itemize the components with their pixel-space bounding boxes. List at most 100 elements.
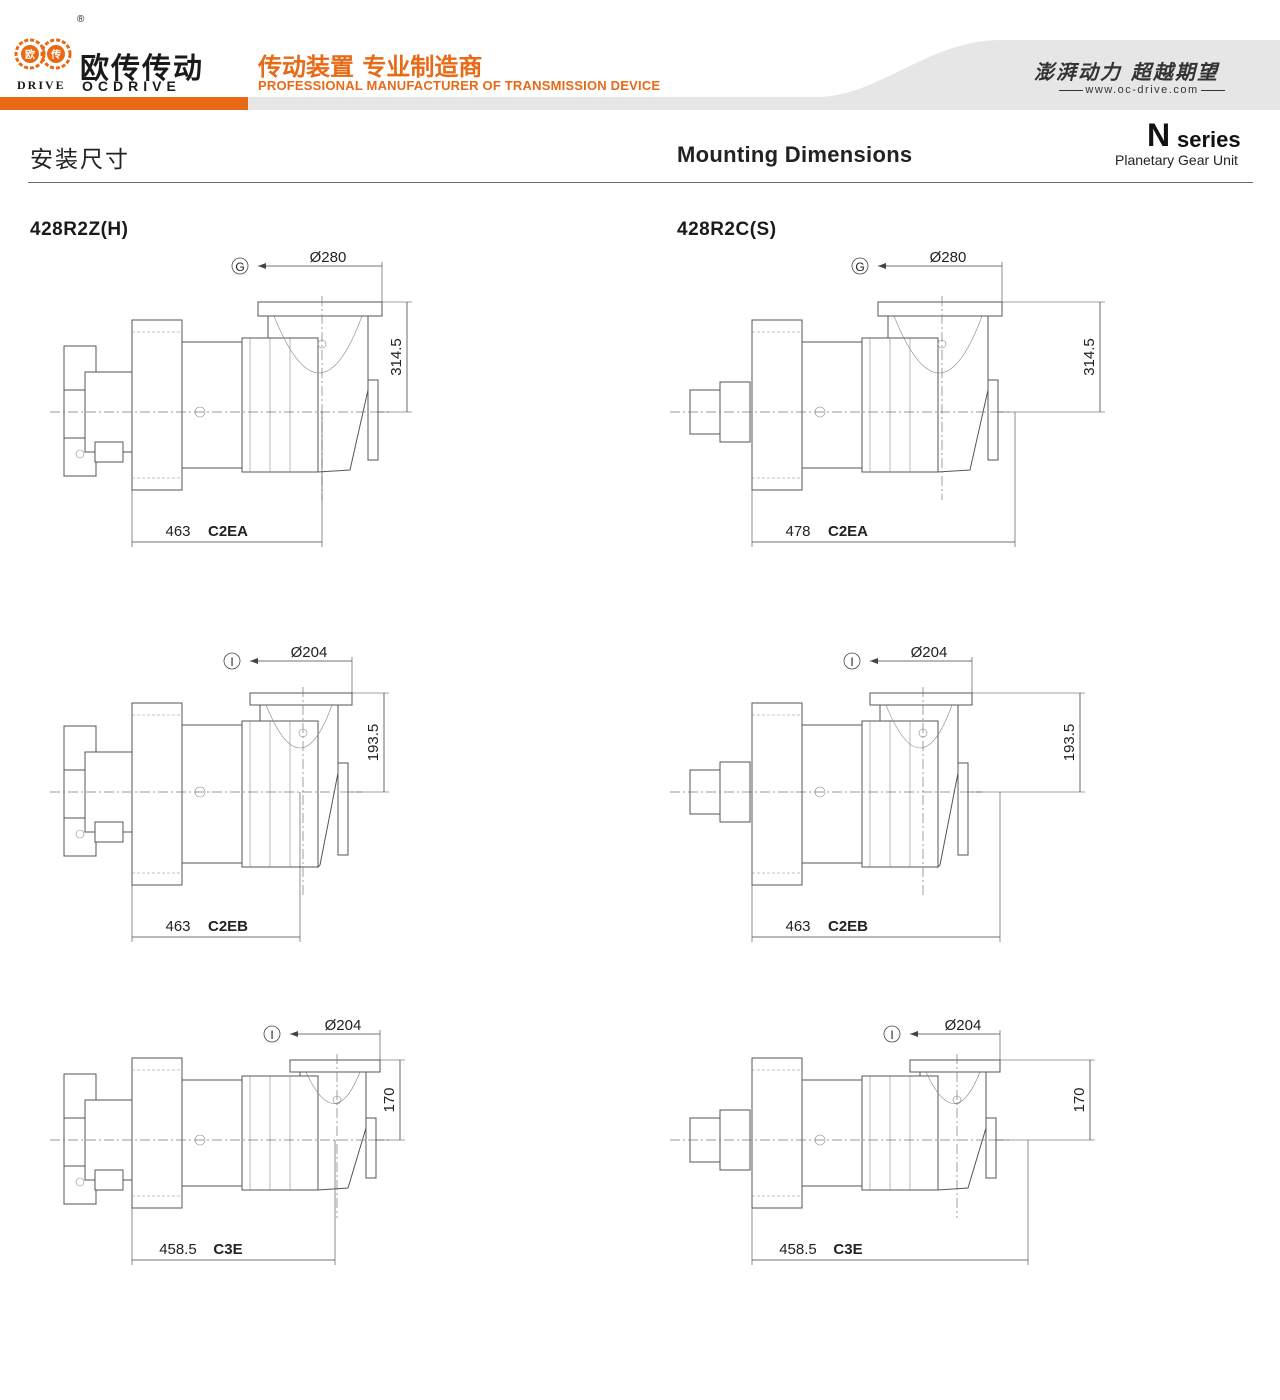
c1-r0-flange-symbol-circle (851, 257, 869, 275)
logo-drive-text: DRIVE (17, 78, 66, 92)
c1-r2-diameter-value: Ø204 (945, 1017, 982, 1034)
slogan: 澎湃动力 超越期望 (1034, 60, 1219, 84)
c0-r0-model-code: C2EA (208, 523, 248, 540)
c1-r2-side-cover (985, 1117, 997, 1179)
c0-r2-length-value: 458.5 (159, 1241, 197, 1258)
c0-r0-flange-symbol-circle (231, 257, 249, 275)
c0-r2-output-flange (289, 1059, 381, 1073)
c0-r1-bolt-mark (75, 829, 85, 839)
c0-r1-flange-symbol-circle (223, 652, 241, 670)
c1-r2-output-flange (909, 1059, 1001, 1073)
c0-r2-coupling-block (94, 1169, 124, 1191)
c1-r1-model-code: C2EB (828, 918, 868, 935)
c0-r1-main-ring (131, 702, 183, 886)
c1-r2-stage-2 (861, 1075, 939, 1191)
website-url[interactable]: www.oc-drive.com (1085, 84, 1199, 96)
c0-r2-model-code: C3E (213, 1241, 242, 1258)
c0-r1-diameter-value: Ø204 (291, 644, 328, 661)
c1-r0-diameter-value: Ø280 (930, 249, 967, 266)
c1-r1-height-value: 193.5 (1061, 724, 1078, 762)
c1-r0-model-code: C2EA (828, 523, 868, 540)
registered-mark: ® (77, 14, 85, 25)
c0-r2-flange-symbol-circle (263, 1025, 281, 1043)
c0-r0-center-boss (194, 406, 206, 418)
c1-r0-center-boss (814, 406, 826, 418)
c0-r2-stage-1 (181, 1079, 243, 1187)
company-logo-icon: 欧 传 (14, 38, 72, 70)
c0-r1-side-cover (337, 762, 349, 856)
c0-r1-coupling-block (94, 821, 124, 843)
website-line: www.oc-drive.com (1042, 84, 1242, 96)
c0-r0-diameter-value: Ø280 (310, 249, 347, 266)
c0-r0-flange-symbol: G (235, 260, 244, 274)
c0-r1-input-shaft-block (63, 769, 87, 819)
c1-r2-bevel-housing (919, 1071, 987, 1191)
c0-r1-center-boss (194, 786, 206, 798)
page-header: 欧 传 ® DRIVE 欧传传动 OCDRIVE 传动装置 专业制造商 PROF… (0, 0, 1280, 110)
logo-english-name: OCDRIVE (82, 78, 181, 94)
c1-r0-bevel-housing (887, 315, 989, 473)
tagline-chinese: 传动装置 专业制造商 (258, 53, 483, 81)
c0-r2-diameter-value: Ø204 (325, 1017, 362, 1034)
c1-r1-bevel-curve (885, 704, 953, 749)
header-gray-band (248, 40, 1280, 110)
c1-r1-bevel-housing (879, 704, 959, 869)
c0-r0-coupling-block (94, 441, 124, 463)
c0-r0-input-shaft-block (63, 389, 87, 439)
c1-r0-bevel-curve (893, 315, 983, 374)
c0-r2-flange-symbol: I (270, 1028, 273, 1042)
c0-r2-bevel-curve (305, 1071, 361, 1104)
c0-r2-gearbox-outline (50, 1054, 390, 1218)
c0-r0-bevel-housing (267, 315, 369, 473)
c1-r1-length-value: 463 (785, 918, 810, 935)
logo-badge-left: 欧 (25, 48, 35, 61)
c1-r2-gearbox-outline (670, 1054, 1010, 1218)
c1-r1-stage-2 (861, 720, 939, 868)
c0-r0-stage-2 (241, 337, 319, 473)
series-word: series (1177, 127, 1241, 152)
c0-r1-bevel-housing (259, 704, 339, 869)
c1-r0-gearbox-outline (670, 296, 1012, 500)
page-title-english: Mounting Dimensions (677, 142, 913, 167)
c1-r1-center-boss (814, 786, 826, 798)
c0-r2-height-value: 170 (381, 1087, 398, 1112)
c0-r2-bolt-mark (75, 1177, 85, 1187)
c1-r2-center-boss (814, 1134, 826, 1146)
c1-r2-length-value: 458.5 (779, 1241, 817, 1258)
c1-r0-diameter-arrow (878, 263, 886, 269)
c0-r0-length-value: 463 (165, 523, 190, 540)
c0-r0-bevel-curve (273, 315, 363, 374)
c0-r1-stage-2 (241, 720, 319, 868)
logo-badge-right: 传 (50, 48, 61, 61)
c0-r0-height-value: 314.5 (388, 338, 405, 376)
c0-r1-height-value: 193.5 (365, 724, 382, 762)
c1-r0-output-flange (877, 301, 1003, 317)
c0-r0-main-ring (131, 319, 183, 491)
c0-r0-side-cover (367, 379, 379, 461)
c1-r2-stage-1 (801, 1079, 863, 1187)
c1-r0-side-cover (987, 379, 999, 461)
c1-r1-stage-1 (801, 724, 863, 864)
c0-r0-stage-1 (181, 341, 243, 469)
c0-r0-output-flange (257, 301, 383, 317)
model-title-right: 428R2C(S) (677, 219, 777, 240)
c1-r0-flange-symbol: G (855, 260, 864, 274)
c1-r1-main-ring (751, 702, 803, 886)
series-subtitle: Planetary Gear Unit (1115, 152, 1238, 168)
tagline-english: PROFESSIONAL MANUFACTURER OF TRANSMISSIO… (258, 78, 661, 93)
page-title-chinese: 安装尺寸 (30, 147, 130, 173)
c1-r1-flange-symbol: I (850, 655, 853, 669)
c1-r1-side-cover (957, 762, 969, 856)
c1-r1-diameter-value: Ø204 (911, 644, 948, 661)
c1-r1-diameter-arrow (870, 658, 878, 664)
c1-r0-stage-2 (861, 337, 939, 473)
